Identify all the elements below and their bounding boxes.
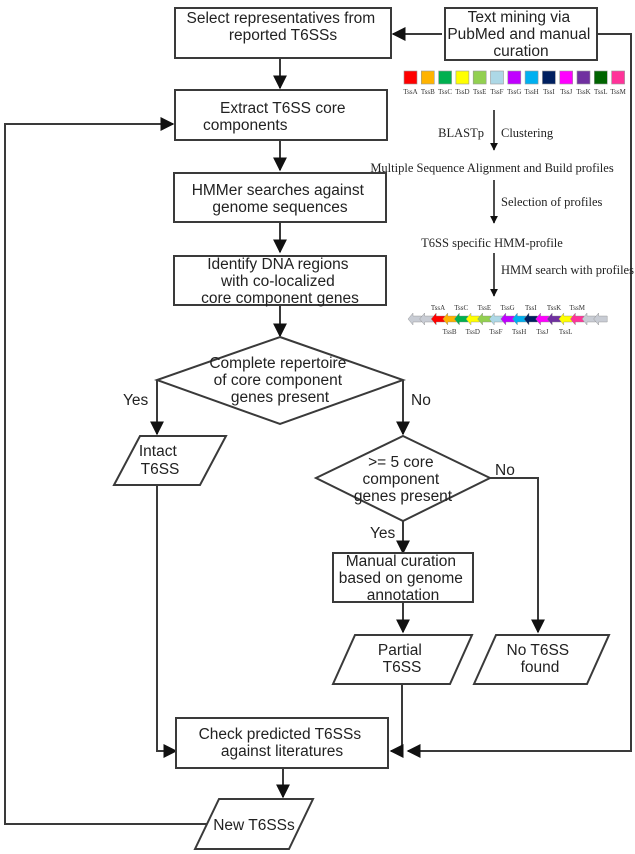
legend-label-tssm: TssM bbox=[610, 88, 626, 96]
edge-partial-to-check bbox=[389, 684, 404, 758]
legend-swatch-tssl bbox=[593, 70, 608, 85]
legend-swatch-tssa bbox=[403, 70, 418, 85]
gene-label-tsse: TssE bbox=[478, 304, 492, 312]
node-no-t6ss-label: No T6SS found bbox=[507, 642, 574, 676]
step-selection: Selection of profiles bbox=[501, 195, 602, 209]
legend-label-tssl: TssL bbox=[594, 88, 608, 96]
gene-label-tssb: TssB bbox=[443, 328, 457, 336]
node-select: Select representatives from reported T6S… bbox=[174, 7, 392, 59]
legend-swatch-tssk bbox=[576, 70, 591, 85]
profile-pipeline: BLASTp Clustering Multiple Sequence Alig… bbox=[370, 110, 634, 297]
legend-label-tssj: TssJ bbox=[560, 88, 572, 96]
legend-label-tssa: TssA bbox=[403, 88, 417, 96]
node-manual-label: Manual curation based on genome annotati… bbox=[339, 553, 467, 604]
node-select-label: Select representatives from reported T6S… bbox=[187, 10, 380, 44]
legend-label-tssg: TssG bbox=[507, 88, 521, 96]
five-yes-label: Yes bbox=[370, 525, 396, 542]
legend-swatch-tssi bbox=[542, 70, 556, 85]
node-check: Check predicted T6SSs against literature… bbox=[175, 717, 389, 769]
node-partial-label: Partial T6SS bbox=[378, 642, 426, 676]
edge-intact-to-check bbox=[156, 485, 178, 758]
gene-label-tssa: TssA bbox=[431, 304, 445, 312]
node-partial: Partial T6SS bbox=[331, 634, 474, 685]
legend-label-tssb: TssB bbox=[421, 88, 435, 96]
legend-swatch-tssj bbox=[559, 70, 574, 85]
legend-label-tssk: TssK bbox=[576, 88, 590, 96]
legend-swatch-tssb bbox=[420, 70, 435, 85]
legend-swatch-tsse bbox=[472, 70, 487, 85]
gene-label-tssg: TssG bbox=[500, 304, 514, 312]
node-intact-label: Intact T6SS bbox=[139, 443, 181, 478]
gene-label-tssd: TssD bbox=[466, 328, 480, 336]
node-hmmer-label: HMMer searches against genome sequences bbox=[192, 182, 369, 216]
node-no-t6ss: No T6SS found bbox=[472, 634, 611, 685]
node-intact: Intact T6SS bbox=[112, 435, 228, 486]
legend-swatch-tssg bbox=[507, 70, 522, 85]
edge-five-no bbox=[490, 477, 545, 634]
edge-new-loop-to-extract bbox=[4, 117, 207, 825]
node-identify: Identify DNA regions with co-localized c… bbox=[173, 255, 387, 307]
legend-label-tssd: TssD bbox=[455, 88, 469, 96]
gene-label-tssh: TssH bbox=[512, 328, 526, 336]
gene-label-tssm: TssM bbox=[569, 304, 585, 312]
legend-swatch-tssc bbox=[438, 70, 452, 85]
step-hmm-search: HMM search with profiles bbox=[501, 263, 634, 277]
node-new-t6ss: New T6SSs bbox=[193, 798, 315, 850]
legend-label-tssf: TssF bbox=[490, 88, 503, 96]
step-blastp: BLASTp bbox=[438, 126, 484, 140]
connectors bbox=[4, 27, 632, 825]
gene-label-tssl: TssL bbox=[559, 328, 573, 336]
node-check-label: Check predicted T6SSs against literature… bbox=[199, 726, 366, 760]
node-five-label: >= 5 core component genes present bbox=[354, 454, 453, 505]
node-textmining: Text mining via PubMed and manual curati… bbox=[444, 7, 598, 61]
node-manual: Manual curation based on genome annotati… bbox=[332, 552, 474, 604]
gene-label-tssi: TssI bbox=[525, 304, 537, 312]
node-complete-label: Complete repertoire of core component ge… bbox=[209, 355, 350, 406]
legend-swatch-tssf bbox=[490, 70, 504, 85]
legend-label-tsse: TssE bbox=[473, 88, 487, 96]
node-hmmer: HMMer searches against genome sequences bbox=[173, 172, 387, 223]
complete-yes-label: Yes bbox=[123, 392, 149, 409]
node-identify-label: Identify DNA regions with co-localized c… bbox=[201, 256, 359, 307]
complete-no-label: No bbox=[411, 392, 431, 409]
legend-swatch-tssd bbox=[455, 70, 470, 85]
legend-swatch-tssm bbox=[611, 70, 625, 85]
edge-textmining-to-check bbox=[406, 33, 632, 758]
gene-label-tssc: TssC bbox=[454, 304, 468, 312]
node-extract-label: Extract T6SS core components bbox=[203, 100, 350, 134]
stage-msa: Multiple Sequence Alignment and Build pr… bbox=[370, 161, 614, 175]
node-new-t6ss-label: New T6SSs bbox=[213, 817, 295, 834]
node-textmining-label: Text mining via PubMed and manual curati… bbox=[447, 9, 594, 60]
gene-label-tssk: TssK bbox=[547, 304, 561, 312]
node-five-decision: >= 5 core component genes present bbox=[313, 434, 493, 523]
gene-cluster: TssA TssB TssC TssD TssE TssF TssG TssH TssI TssJ… bbox=[407, 304, 608, 336]
legend-label-tssh: TssH bbox=[524, 88, 538, 96]
legend-label-tssi: TssI bbox=[543, 88, 555, 96]
five-no-label: No bbox=[495, 462, 515, 479]
gene-label-tssf: TssF bbox=[489, 328, 502, 336]
stage-hmm-profile: T6SS specific HMM-profile bbox=[421, 236, 563, 250]
node-extract: Extract T6SS core components bbox=[174, 89, 388, 141]
legend-swatch-tssh bbox=[524, 70, 539, 85]
node-complete-decision: Complete repertoire of core component ge… bbox=[154, 335, 406, 426]
flank-gene-arrow bbox=[593, 312, 608, 326]
gene-label-tssj: TssJ bbox=[536, 328, 548, 336]
legend-label-tssc: TssC bbox=[438, 88, 452, 96]
step-clustering: Clustering bbox=[501, 126, 554, 140]
